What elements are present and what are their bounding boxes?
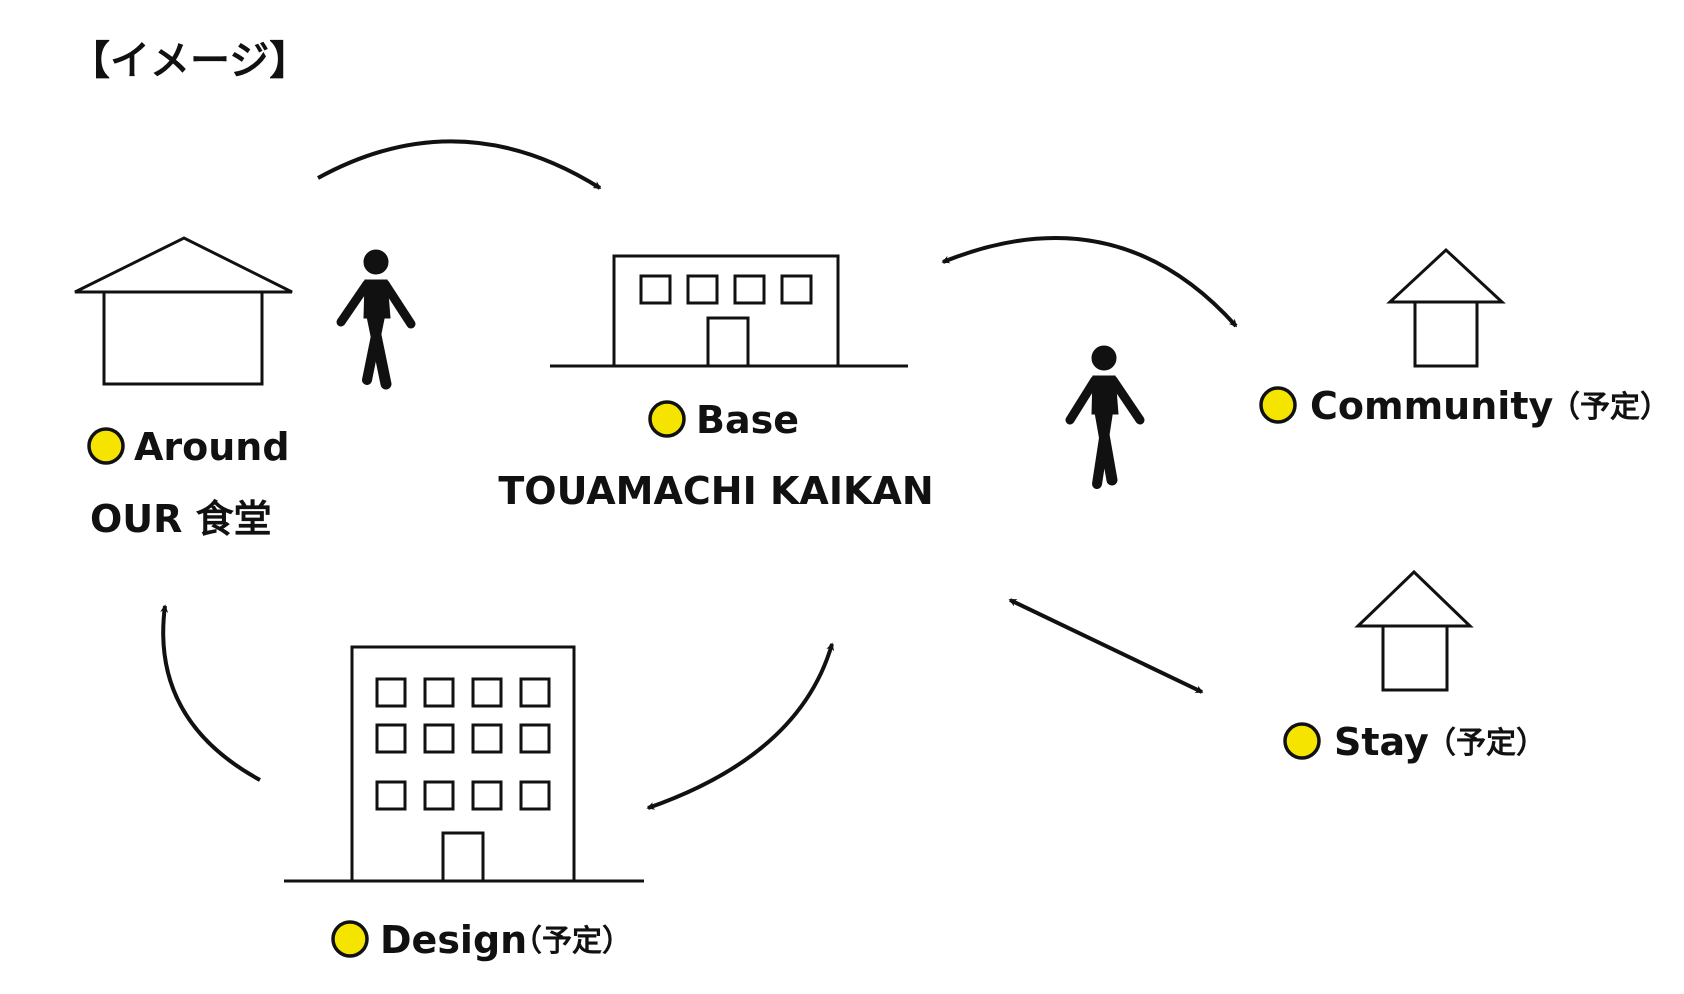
base-marker-dot	[648, 400, 686, 438]
around-label: Around	[87, 425, 290, 469]
around-title: Around	[134, 425, 290, 469]
base-label: Base	[648, 398, 799, 442]
community-label: Community （予定）	[1259, 384, 1670, 428]
stay-marker-dot	[1283, 722, 1321, 760]
around-marker-dot	[87, 427, 125, 465]
stay-title: Stay	[1334, 720, 1429, 764]
design-note: （予定）	[512, 924, 632, 959]
arrow-base-community	[941, 236, 1238, 328]
community-house-icon	[1386, 247, 1506, 368]
community-note: （予定）	[1550, 390, 1670, 425]
community-title: Community	[1310, 384, 1553, 428]
walking-person-icon	[1065, 345, 1145, 489]
page-heading: 【イメージ】	[70, 38, 309, 84]
arrow-design-base	[646, 642, 835, 810]
design-tall-building-icon	[284, 645, 644, 883]
around-house-icon	[74, 236, 293, 386]
design-label: Design （予定）	[331, 918, 632, 962]
design-title: Design	[380, 918, 527, 962]
stay-label: Stay （予定）	[1283, 720, 1546, 764]
around-subtitle: OUR 食堂	[90, 497, 272, 541]
base-subtitle: TOUAMACHI KAIKAN	[498, 469, 933, 513]
walking-person-icon	[336, 249, 416, 390]
stay-note: （予定）	[1426, 726, 1546, 761]
design-marker-dot	[331, 920, 369, 958]
community-marker-dot	[1259, 386, 1297, 424]
stay-house-icon	[1354, 569, 1474, 692]
base-title: Base	[696, 398, 799, 442]
arrow-design-to-around	[160, 604, 261, 782]
arrow-base-stay	[1008, 598, 1204, 694]
base-building-icon	[550, 254, 908, 368]
arrow-around-to-base	[317, 139, 602, 190]
